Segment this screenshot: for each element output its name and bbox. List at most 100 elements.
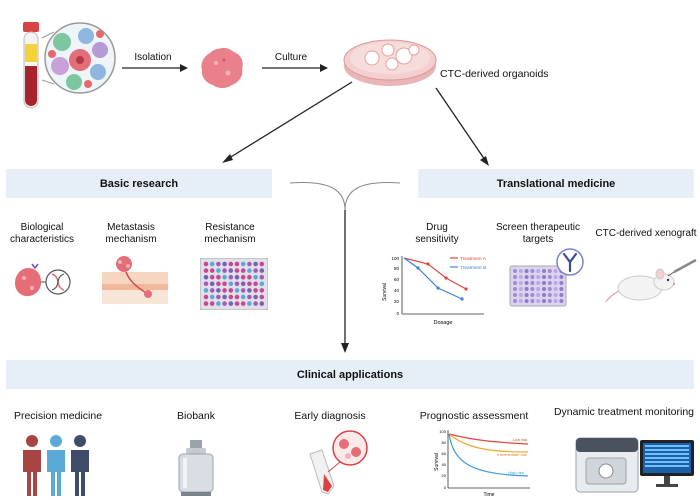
well (216, 294, 221, 300)
drug-ylabel: Survival (382, 283, 388, 301)
well (247, 301, 252, 306)
prog-tick-40: 40 (442, 462, 447, 467)
well (209, 288, 215, 293)
biobank-tank-icon (178, 440, 214, 496)
well (547, 281, 552, 285)
blood-cells-magnified-icon (41, 22, 116, 94)
well (253, 288, 258, 293)
screen-targets-label: Screen therapeutic targets (496, 222, 580, 245)
well (513, 293, 517, 297)
well (216, 268, 221, 273)
well (234, 294, 240, 300)
translational-medicine-banner: Translational medicine (418, 169, 694, 198)
well (209, 268, 215, 273)
well (209, 301, 215, 306)
prognostic-survival-chart: Survival Time 100 80 60 40 20 0 Low risk… (434, 429, 530, 498)
well (513, 269, 517, 273)
organoids-label: CTC-derived organoids (440, 68, 549, 80)
well (240, 288, 246, 293)
drug-sensitivity-chart: Survival Dosage 100 80 60 40 20 0 Treatm… (382, 256, 487, 326)
legend-treatment-b: Treatment B (460, 265, 486, 271)
drug-xlabel: Dosage (434, 320, 453, 326)
well (259, 301, 265, 306)
well (513, 275, 517, 279)
early-diagnosis-label: Early diagnosis (294, 410, 366, 422)
well (253, 281, 258, 287)
mouse-syringe-icon (605, 258, 697, 303)
well (259, 281, 265, 287)
well (530, 281, 535, 285)
well (513, 287, 517, 291)
lab-instrument-monitor-icon (575, 437, 694, 493)
biobank-label: Biobank (177, 410, 215, 422)
well (259, 274, 265, 280)
well (216, 261, 221, 267)
well (222, 261, 227, 267)
drug-tick-100: 100 (391, 256, 399, 261)
well (247, 288, 252, 293)
prognostic-assessment-label: Prognostic assessment (419, 410, 529, 422)
well (240, 294, 246, 300)
well (228, 268, 234, 273)
prog-xlabel: Time (484, 492, 495, 498)
well (216, 274, 221, 280)
well (530, 293, 535, 297)
prog-ylabel: Survival (434, 453, 440, 471)
low-risk-label: Low risk (513, 437, 528, 442)
well (259, 288, 265, 293)
intermediate-risk-label: Intermediate risk (497, 452, 527, 457)
well (536, 269, 541, 273)
well (518, 299, 523, 303)
well (247, 268, 252, 273)
precision-medicine-label: Precision medicine (13, 410, 103, 422)
well (524, 299, 529, 303)
sample-tube-cells-icon (309, 430, 368, 495)
well (547, 275, 552, 279)
well (203, 301, 209, 306)
well (222, 281, 227, 287)
well (253, 294, 258, 300)
well (222, 268, 227, 273)
well (203, 294, 209, 300)
well (553, 293, 558, 297)
well (203, 288, 209, 293)
screening-plate-antibody-icon (509, 248, 584, 307)
well (553, 299, 558, 303)
well (222, 301, 227, 306)
well (228, 281, 234, 287)
drug-sensitivity-label: Drug sensitivity (415, 222, 459, 245)
well (247, 274, 252, 280)
well (536, 281, 541, 285)
well (524, 275, 529, 279)
well (530, 275, 535, 279)
well (524, 293, 529, 297)
prog-tick-20: 20 (442, 473, 447, 478)
drug-tick-40: 40 (394, 288, 400, 293)
well (234, 301, 240, 306)
well (253, 268, 258, 273)
well (203, 268, 209, 273)
well (553, 281, 558, 285)
well (542, 293, 546, 297)
prog-tick-0: 0 (444, 485, 447, 490)
well (228, 294, 234, 300)
clinical-applications-banner: Clinical applications (6, 360, 694, 389)
people-icon (23, 435, 89, 496)
culture-arrow (262, 64, 328, 72)
well (542, 275, 546, 279)
well (547, 299, 552, 303)
well (247, 294, 252, 300)
well (513, 281, 517, 285)
well (524, 281, 529, 285)
isolation-label: Isolation (134, 52, 172, 63)
well (553, 287, 558, 291)
well (524, 269, 529, 273)
basic-research-banner: Basic research (6, 169, 272, 198)
drug-tick-60: 60 (394, 277, 400, 282)
well (259, 268, 265, 273)
drug-tick-20: 20 (394, 299, 400, 304)
well (542, 287, 546, 291)
drug-tick-80: 80 (394, 266, 400, 271)
well (542, 281, 546, 285)
well-plate-icon (200, 258, 268, 310)
